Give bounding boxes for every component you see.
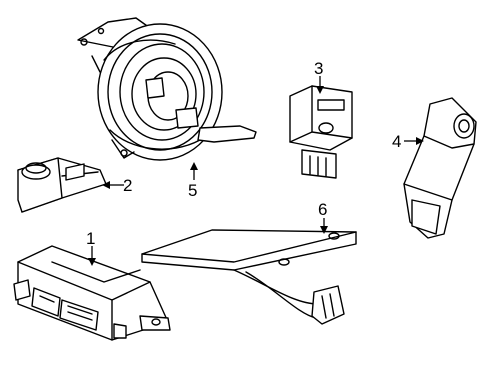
callout-2: 2 [123, 176, 133, 195]
airbag-sensor [289, 85, 353, 179]
side-sensor [403, 97, 477, 239]
callout-6: 6 [318, 200, 328, 219]
callout-3: 3 [314, 59, 324, 78]
callout-4: 4 [392, 132, 402, 151]
impact-sensor [17, 157, 107, 213]
clockspring-coil [77, 17, 257, 161]
leader-lines [88, 76, 424, 266]
sensor-bracket [141, 229, 357, 325]
airbag-control-module [13, 245, 171, 341]
callout-1: 1 [86, 229, 96, 248]
callout-5: 5 [188, 181, 198, 200]
